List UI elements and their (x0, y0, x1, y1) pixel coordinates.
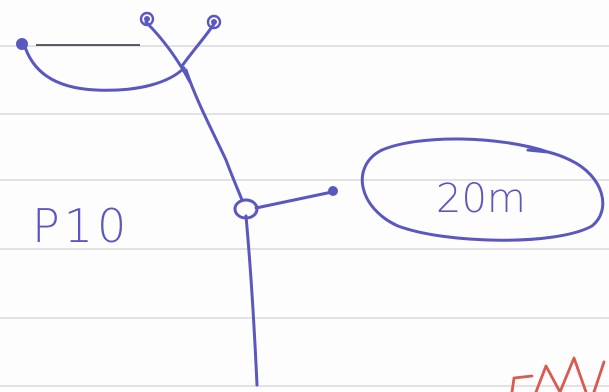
upper-right-branch (182, 24, 214, 66)
red-partial-mark (512, 358, 604, 392)
distance-label: 20m (436, 176, 526, 222)
top-left-terminal-dot (145, 17, 149, 21)
upper-left-branch (146, 22, 190, 82)
main-trunk-lower (246, 216, 257, 385)
point-label: P10 (32, 199, 130, 253)
top-right-terminal-dot (212, 20, 216, 24)
left-branch-curve (24, 44, 184, 90)
side-branch (256, 192, 332, 208)
left-terminal-node (17, 39, 27, 49)
right-terminal-node (329, 187, 337, 195)
